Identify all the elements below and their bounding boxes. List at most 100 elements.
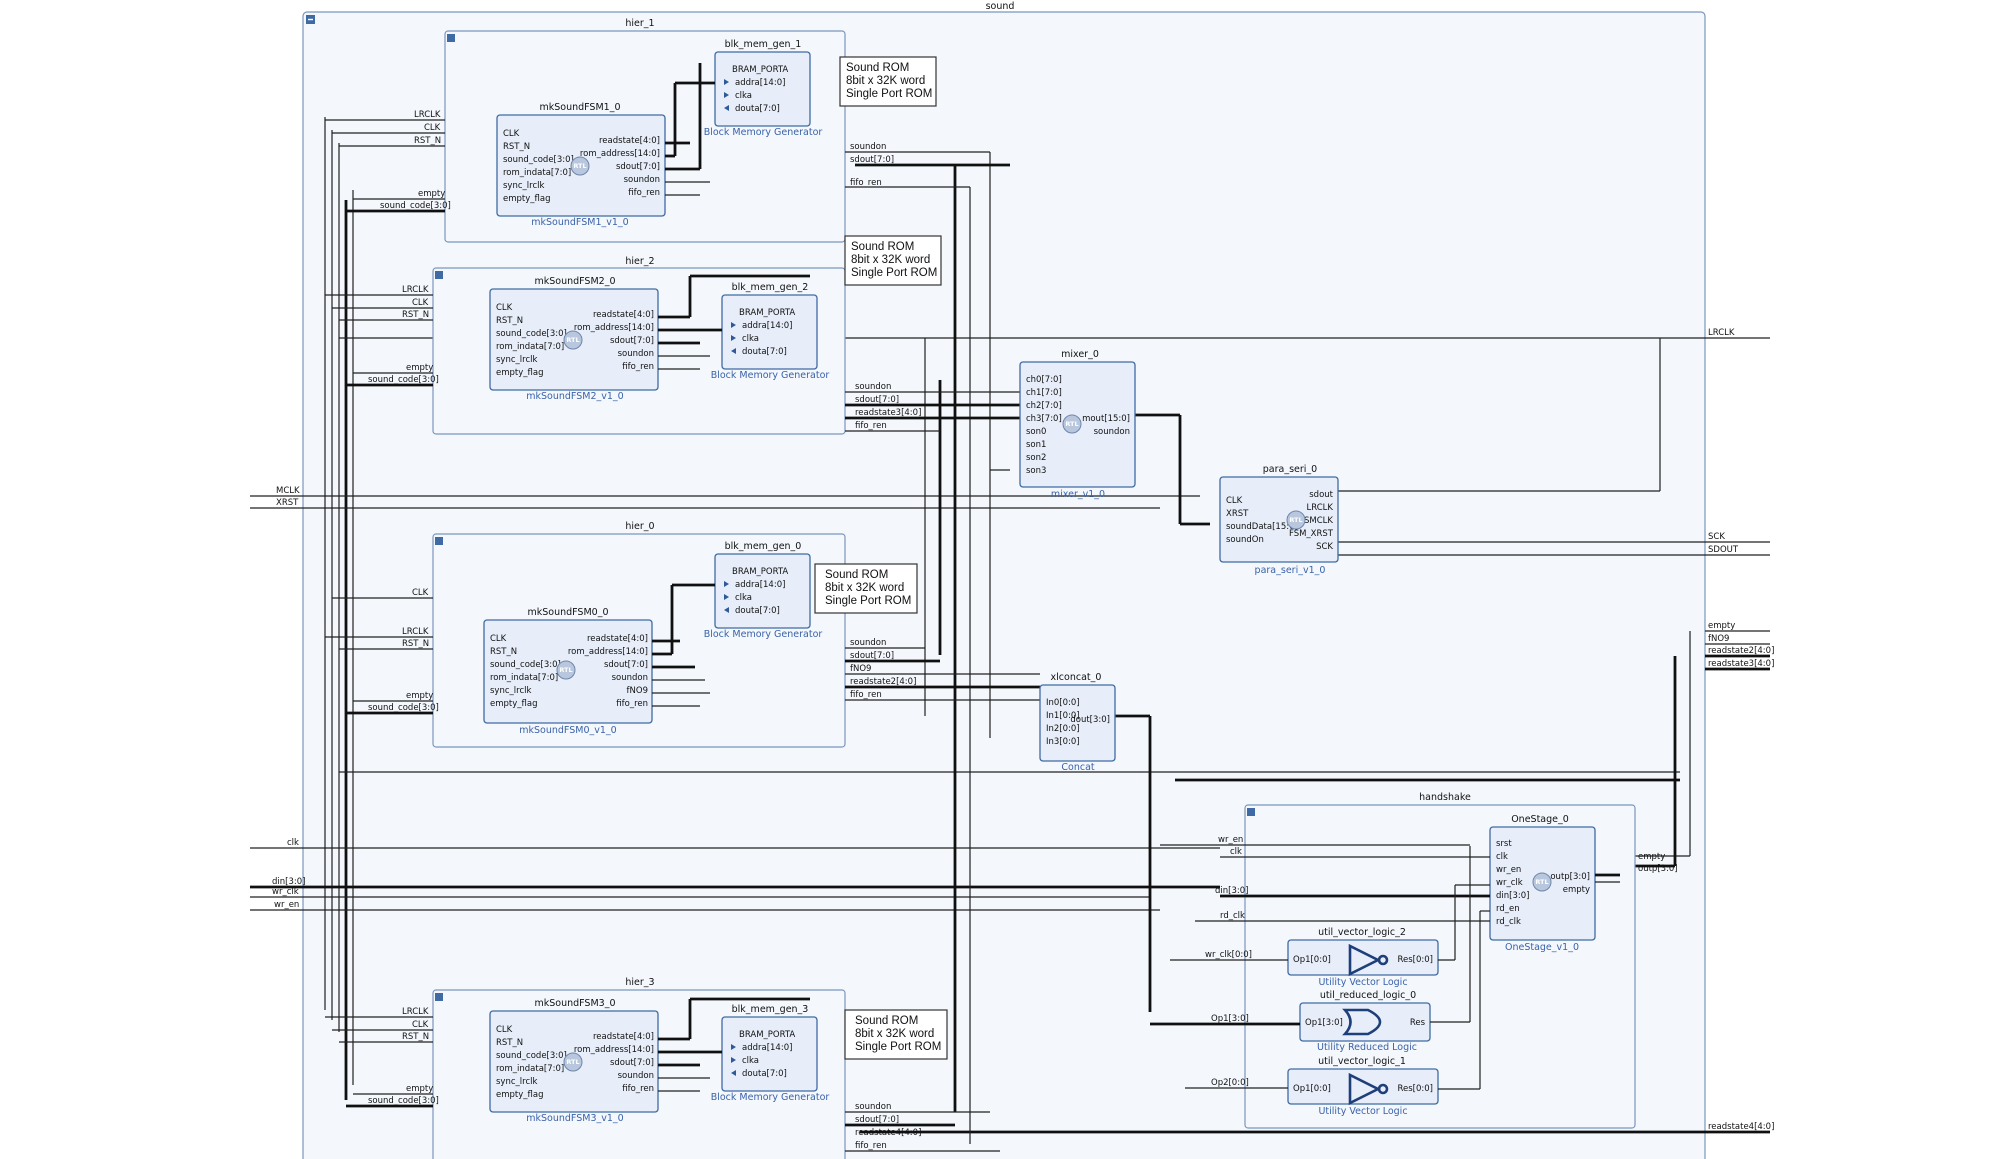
collapse-button[interactable] [435, 271, 443, 279]
svg-text:soundon: soundon [612, 673, 648, 683]
svg-text:sound_code[3:0]: sound_code[3:0] [503, 155, 574, 165]
svg-text:clka: clka [735, 593, 752, 603]
port-MCLK[interactable]: MCLK [276, 486, 300, 496]
svg-text:rd_clk: rd_clk [1496, 917, 1521, 927]
svg-text:rom_address[14:0]: rom_address[14:0] [574, 1045, 654, 1055]
svg-text:ch2[7:0]: ch2[7:0] [1026, 401, 1062, 411]
hier-1-block[interactable]: hier_1 LRCLK CLK RST_N empty sound_code[… [325, 18, 990, 243]
port-empty[interactable]: empty [1708, 621, 1735, 631]
hier-2-block[interactable]: hier_2 Sound ROM 8bit x 32K word Single … [325, 235, 1020, 435]
svg-text:Concat: Concat [1061, 762, 1095, 773]
rtl-icon [1532, 872, 1552, 892]
handshake-block[interactable]: handshake wr_en clk din[3:0] rd_clk wr_c… [1150, 792, 1678, 1129]
hier-0-block[interactable]: hier_0 Sound ROM 8bit x 32K word Single … [325, 521, 1040, 748]
port-LRCLK[interactable]: LRCLK [1708, 328, 1735, 338]
svg-text:sdout[7:0]: sdout[7:0] [610, 336, 654, 346]
svg-text:RST_N: RST_N [402, 1032, 429, 1042]
svg-text:son1: son1 [1026, 440, 1046, 450]
rtl-icon [563, 330, 583, 350]
svg-text:mkSoundFSM2_v1_0: mkSoundFSM2_v1_0 [526, 391, 623, 402]
collapse-button[interactable] [435, 537, 443, 545]
svg-text:sound_code[3:0]: sound_code[3:0] [368, 703, 439, 713]
svg-text:Op1[0:0]: Op1[0:0] [1293, 1084, 1331, 1094]
port-wr_clk[interactable]: wr_clk [272, 887, 299, 897]
rtl-icon [1286, 510, 1306, 530]
hier-3-block[interactable]: hier_3 Sound ROM 8bit x 32K word Single … [325, 977, 1000, 1159]
svg-text:CLK: CLK [503, 129, 520, 139]
port-SDOUT[interactable]: SDOUT [1708, 545, 1739, 555]
svg-text:Block Memory Generator: Block Memory Generator [704, 629, 823, 640]
port-SCK[interactable]: SCK [1708, 532, 1725, 542]
svg-text:Res[0:0]: Res[0:0] [1398, 955, 1434, 965]
util-reduced-logic-0-instance[interactable]: Op1[3:0] Res [1299, 1002, 1431, 1042]
bram-3-instance[interactable]: BRAM_PORTA addra[14:0] clka douta[7:0] [721, 1016, 818, 1092]
fsm-1-instance[interactable]: CLK RST_N sound_code[3:0] rom_indata[7:0… [496, 114, 666, 217]
svg-text:CLK: CLK [496, 303, 513, 313]
svg-text:handshake: handshake [1419, 792, 1471, 803]
util-vector-logic-1-instance[interactable]: Op1[0:0] Res[0:0] [1287, 1068, 1439, 1106]
svg-text:addra[14:0]: addra[14:0] [735, 580, 785, 590]
external-right-ports: LRCLK SCK SDOUT empty fNO9 readstate2[4:… [1705, 328, 1774, 1134]
svg-text:soundon: soundon [850, 142, 886, 152]
fsm-0-instance[interactable]: CLK RST_N sound_code[3:0] rom_indata[7:0… [483, 619, 653, 724]
hier-2-title: hier_2 [625, 256, 654, 267]
mixer-block[interactable]: mixer_0 ch0[7:0] ch1[7:0] ch2[7:0] ch3[7… [1019, 349, 1136, 500]
rom-note-1: Sound ROM 8bit x 32K word Single Port RO… [839, 56, 937, 107]
svg-text:RST_N: RST_N [503, 142, 530, 152]
port-readstate3[interactable]: readstate3[4:0] [1708, 659, 1774, 669]
svg-text:RTL: RTL [566, 1058, 579, 1066]
svg-text:CLK: CLK [412, 298, 429, 308]
top-module-title: sound [986, 1, 1015, 12]
rom-note-2: Sound ROM 8bit x 32K word Single Port RO… [844, 235, 942, 286]
svg-text:sdout[7:0]: sdout[7:0] [610, 1058, 654, 1068]
svg-text:8bit x 32K word: 8bit x 32K word [855, 1028, 934, 1040]
xlconcat-block[interactable]: xlconcat_0 In0[0:0] In1[0:0] In2[0:0] In… [1039, 672, 1116, 773]
svg-text:util_vector_logic_1: util_vector_logic_1 [1318, 1056, 1406, 1067]
svg-text:LRCLK: LRCLK [402, 627, 429, 637]
bram-2-instance[interactable]: BRAM_PORTA addra[14:0] clka douta[7:0] [721, 294, 818, 370]
svg-text:RTL: RTL [1289, 516, 1302, 524]
port-fNO9[interactable]: fNO9 [1708, 634, 1729, 644]
svg-text:douta[7:0]: douta[7:0] [735, 104, 780, 114]
svg-text:Res: Res [1410, 1018, 1426, 1028]
bram-1-instance[interactable]: BRAM_PORTA addra[14:0] clka douta[7:0] [714, 51, 811, 127]
pin-label: CLK [424, 123, 441, 133]
bram-0-instance[interactable]: BRAM_PORTA addra[14:0] clka douta[7:0] [714, 553, 811, 629]
svg-text:CLK: CLK [1226, 496, 1243, 506]
collapse-button[interactable] [447, 34, 455, 42]
svg-text:RTL: RTL [566, 336, 579, 344]
svg-text:In3[0:0]: In3[0:0] [1046, 737, 1080, 747]
port-clk[interactable]: clk [287, 838, 299, 848]
util-vector-logic-2-instance[interactable]: Op1[0:0] Res[0:0] [1287, 939, 1439, 977]
svg-text:wr_en: wr_en [1496, 865, 1521, 875]
collapse-button[interactable] [1247, 808, 1255, 816]
port-wr_en[interactable]: wr_en [274, 900, 299, 910]
svg-text:Single Port ROM: Single Port ROM [846, 88, 932, 100]
pin-label: RST_N [414, 136, 441, 146]
port-XRST[interactable]: XRST [276, 498, 299, 508]
svg-text:rom_indata[7:0]: rom_indata[7:0] [490, 673, 558, 683]
svg-text:ch0[7:0]: ch0[7:0] [1026, 375, 1062, 385]
svg-text:clka: clka [742, 334, 759, 344]
svg-text:rd_en: rd_en [1496, 904, 1520, 914]
onestage-instance[interactable]: srst clk wr_en wr_clk din[3:0] rd_en rd_… [1489, 826, 1596, 941]
port-readstate4[interactable]: readstate4[4:0] [1708, 1122, 1774, 1132]
fsm-2-instance[interactable]: CLK RST_N sound_code[3:0] rom_indata[7:0… [489, 288, 659, 391]
port-readstate2[interactable]: readstate2[4:0] [1708, 646, 1774, 656]
collapse-button[interactable] [435, 993, 443, 1001]
fsm-3-instance[interactable]: CLK RST_N sound_code[3:0] rom_indata[7:0… [489, 1010, 659, 1113]
svg-text:8bit x 32K word: 8bit x 32K word [846, 75, 925, 87]
svg-text:In0[0:0]: In0[0:0] [1046, 698, 1080, 708]
svg-text:RTL: RTL [1065, 420, 1078, 428]
not-gate-icon [1348, 943, 1381, 977]
port-din[interactable]: din[3:0] [272, 877, 305, 887]
svg-text:soundon: soundon [618, 349, 654, 359]
bram-title: blk_mem_gen_1 [725, 39, 802, 50]
svg-text:mkSoundFSM0_0: mkSoundFSM0_0 [527, 607, 608, 618]
svg-text:sdout: sdout [1309, 490, 1333, 500]
para-seri-block[interactable]: para_seri_0 CLK XRST soundData[15:0] sou… [1219, 464, 1339, 576]
svg-text:empty_flag: empty_flag [496, 1090, 543, 1100]
svg-text:sound_code[3:0]: sound_code[3:0] [490, 660, 561, 670]
svg-text:RST_N: RST_N [402, 310, 429, 320]
